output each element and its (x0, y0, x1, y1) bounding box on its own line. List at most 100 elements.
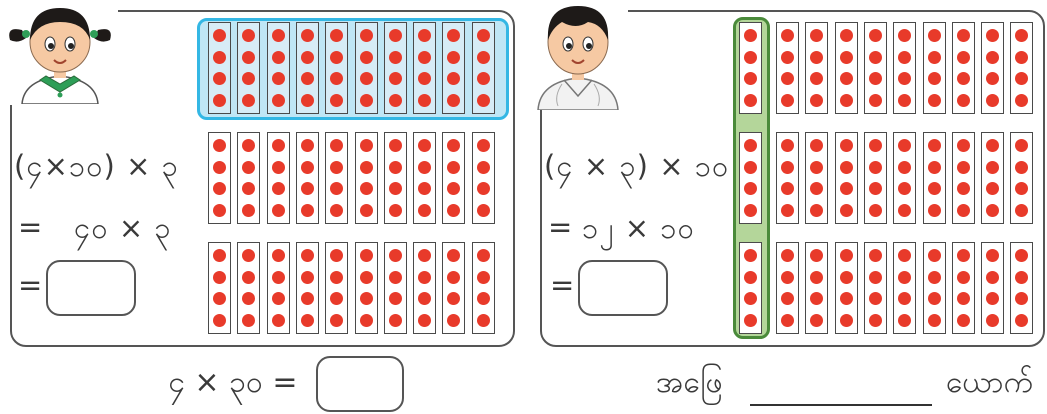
counter-dot (359, 29, 373, 43)
counter-dot (418, 313, 432, 327)
counter-dot (744, 249, 757, 263)
counter-dot (476, 50, 490, 64)
counter-dot (242, 72, 256, 86)
counting-stick (237, 242, 261, 334)
counter-dot (330, 313, 344, 327)
counter-dot (388, 50, 402, 64)
counter-dot (213, 249, 226, 263)
right-answer-box[interactable] (578, 260, 668, 316)
counter-dot (927, 182, 941, 196)
counter-dot (927, 139, 941, 153)
counter-dot (956, 29, 970, 43)
counting-stick (383, 132, 407, 224)
counting-stick (413, 22, 437, 114)
counter-dot (1015, 203, 1029, 217)
counter-dot (927, 203, 941, 217)
left-expr-line2-equals: = (18, 210, 44, 244)
counter-dot (359, 313, 373, 327)
counter-dot (781, 313, 794, 327)
counter-dot (213, 182, 226, 196)
counting-stick (776, 242, 799, 334)
counter-dot (213, 203, 226, 217)
counter-dot (271, 93, 285, 107)
counter-dot (839, 139, 853, 153)
counter-dot (927, 93, 941, 107)
counting-stick (922, 132, 946, 224)
counter-dot (418, 72, 432, 86)
counter-dot (359, 160, 373, 174)
counting-stick (354, 132, 378, 224)
counter-dot (898, 270, 912, 284)
counter-dot (359, 249, 373, 263)
counter-dot (868, 72, 882, 86)
counter-dot (418, 50, 432, 64)
counting-stick (834, 132, 858, 224)
counter-dot (744, 270, 757, 284)
counter-dot (447, 249, 461, 263)
counter-dot (242, 93, 256, 107)
counter-dot (447, 50, 461, 64)
counting-stick (893, 132, 917, 224)
counter-dot (242, 182, 256, 196)
counting-stick (266, 132, 290, 224)
counter-dot (213, 50, 226, 64)
counter-dot (927, 72, 941, 86)
counter-dot (868, 313, 882, 327)
counter-dot (1015, 292, 1029, 306)
counter-dot (986, 182, 1000, 196)
girl-avatar-icon (9, 8, 111, 104)
counting-stick (325, 242, 349, 334)
bottom-answer-box[interactable] (316, 356, 404, 412)
counter-dot (300, 292, 314, 306)
left-answer-box[interactable] (46, 260, 136, 316)
counter-dot (418, 93, 432, 107)
counter-dot (300, 249, 314, 263)
counter-dot (810, 29, 824, 43)
counter-dot (388, 29, 402, 43)
counter-dot (330, 93, 344, 107)
counter-dot (213, 160, 226, 174)
counter-dot (810, 160, 824, 174)
counter-dot (388, 160, 402, 174)
counter-dot (447, 160, 461, 174)
counter-dot (839, 72, 853, 86)
counter-dot (300, 50, 314, 64)
counting-stick (863, 242, 887, 334)
counter-dot (781, 160, 794, 174)
counter-dot (447, 292, 461, 306)
counter-dot (810, 292, 824, 306)
counter-dot (447, 139, 461, 153)
counter-dot (271, 313, 285, 327)
counter-dot (213, 29, 226, 43)
counter-dot (271, 292, 285, 306)
counter-dot (810, 249, 824, 263)
counter-dot (781, 72, 794, 86)
counter-dot (956, 292, 970, 306)
counting-stick (805, 242, 829, 334)
counter-dot (927, 249, 941, 263)
counter-dot (213, 313, 226, 327)
counter-dot (839, 29, 853, 43)
counter-dot (476, 182, 490, 196)
answer-blank[interactable] (750, 404, 932, 406)
counter-dot (927, 292, 941, 306)
counter-dot (868, 203, 882, 217)
right-expr-line1: (၄ × ၃) × ၁၀ (544, 149, 730, 183)
counter-dot (839, 182, 853, 196)
counting-stick (383, 242, 407, 334)
right-expr-line3-equals: = (550, 268, 576, 302)
counter-dot (810, 203, 824, 217)
counting-stick (739, 132, 762, 224)
counter-dot (927, 29, 941, 43)
counter-dot (213, 139, 226, 153)
counter-dot (744, 93, 757, 107)
counter-dot (359, 292, 373, 306)
counter-dot (271, 29, 285, 43)
counter-dot (330, 249, 344, 263)
counter-dot (1015, 249, 1029, 263)
counter-dot (476, 93, 490, 107)
counter-dot (388, 139, 402, 153)
counter-dot (388, 249, 402, 263)
counter-dot (810, 313, 824, 327)
counting-stick (739, 242, 762, 334)
